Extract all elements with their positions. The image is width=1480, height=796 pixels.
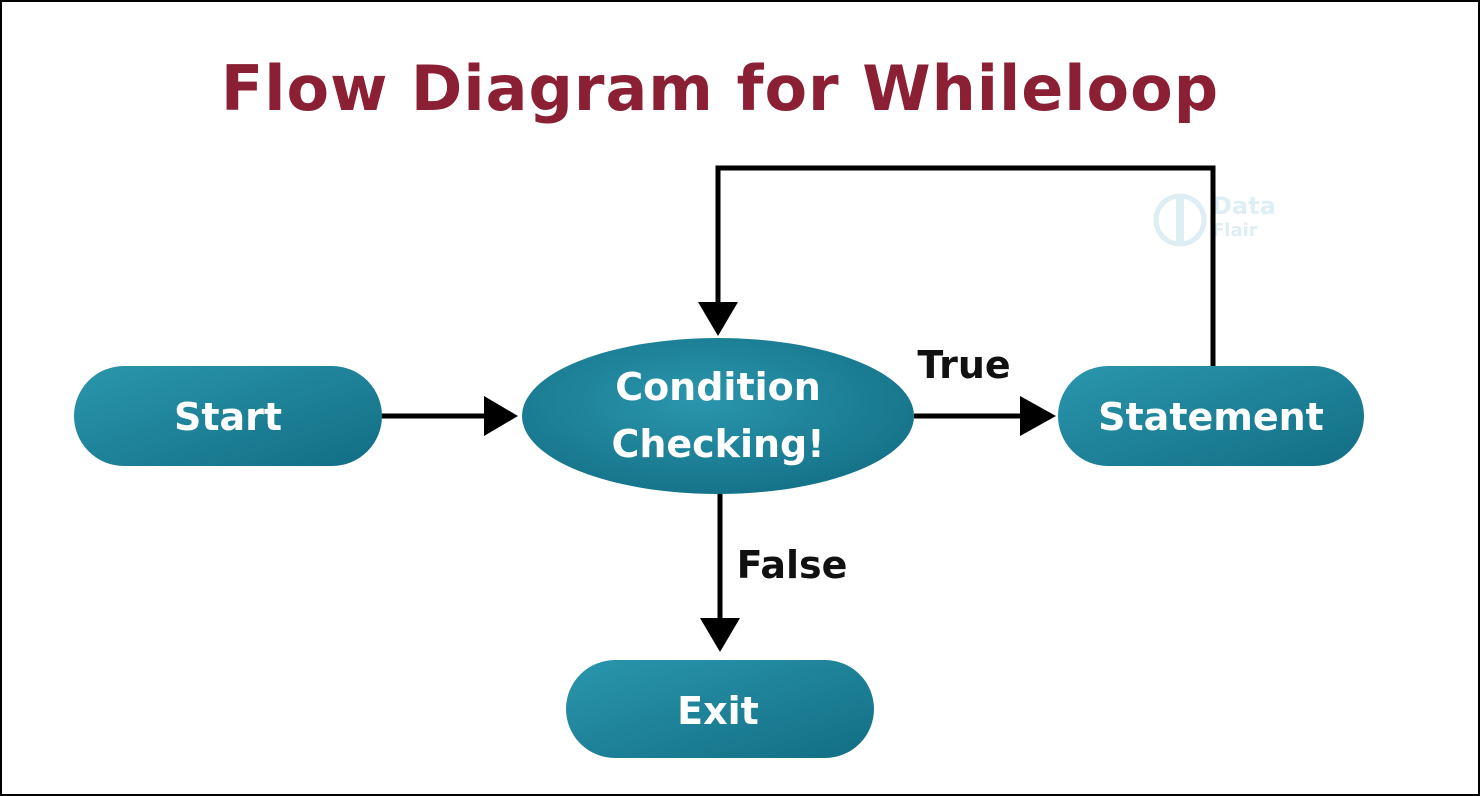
page-title: Flow Diagram for Whileloop	[220, 52, 1220, 125]
watermark-text-data: Data	[1212, 192, 1276, 220]
node-condition-label-line1: Condition	[615, 365, 821, 409]
edge-condition-to-exit	[700, 490, 740, 652]
arrow-right-icon	[484, 396, 518, 436]
node-statement-label: Statement	[1098, 395, 1324, 439]
edge-start-to-condition	[380, 396, 518, 436]
node-start: Start	[74, 366, 382, 466]
arrow-down-icon	[698, 302, 738, 336]
node-exit: Exit	[566, 660, 874, 758]
edge-loop-back	[698, 165, 1216, 368]
arrow-right-icon	[1020, 396, 1056, 436]
watermark-text-flair: Flair	[1212, 220, 1258, 241]
node-condition-label-line2: Checking!	[611, 422, 824, 466]
edge-condition-to-statement	[914, 396, 1056, 436]
node-statement: Statement	[1058, 366, 1364, 466]
node-condition: Condition Checking!	[522, 338, 914, 494]
node-exit-label: Exit	[677, 689, 759, 733]
edge-label-true: True	[917, 343, 1010, 387]
edge-label-false: False	[737, 543, 848, 587]
data-flair-logo-icon	[1153, 193, 1207, 247]
node-start-label: Start	[174, 395, 282, 439]
data-flair-watermark: Data Flair	[1153, 192, 1276, 247]
arrow-down-icon	[700, 618, 740, 652]
